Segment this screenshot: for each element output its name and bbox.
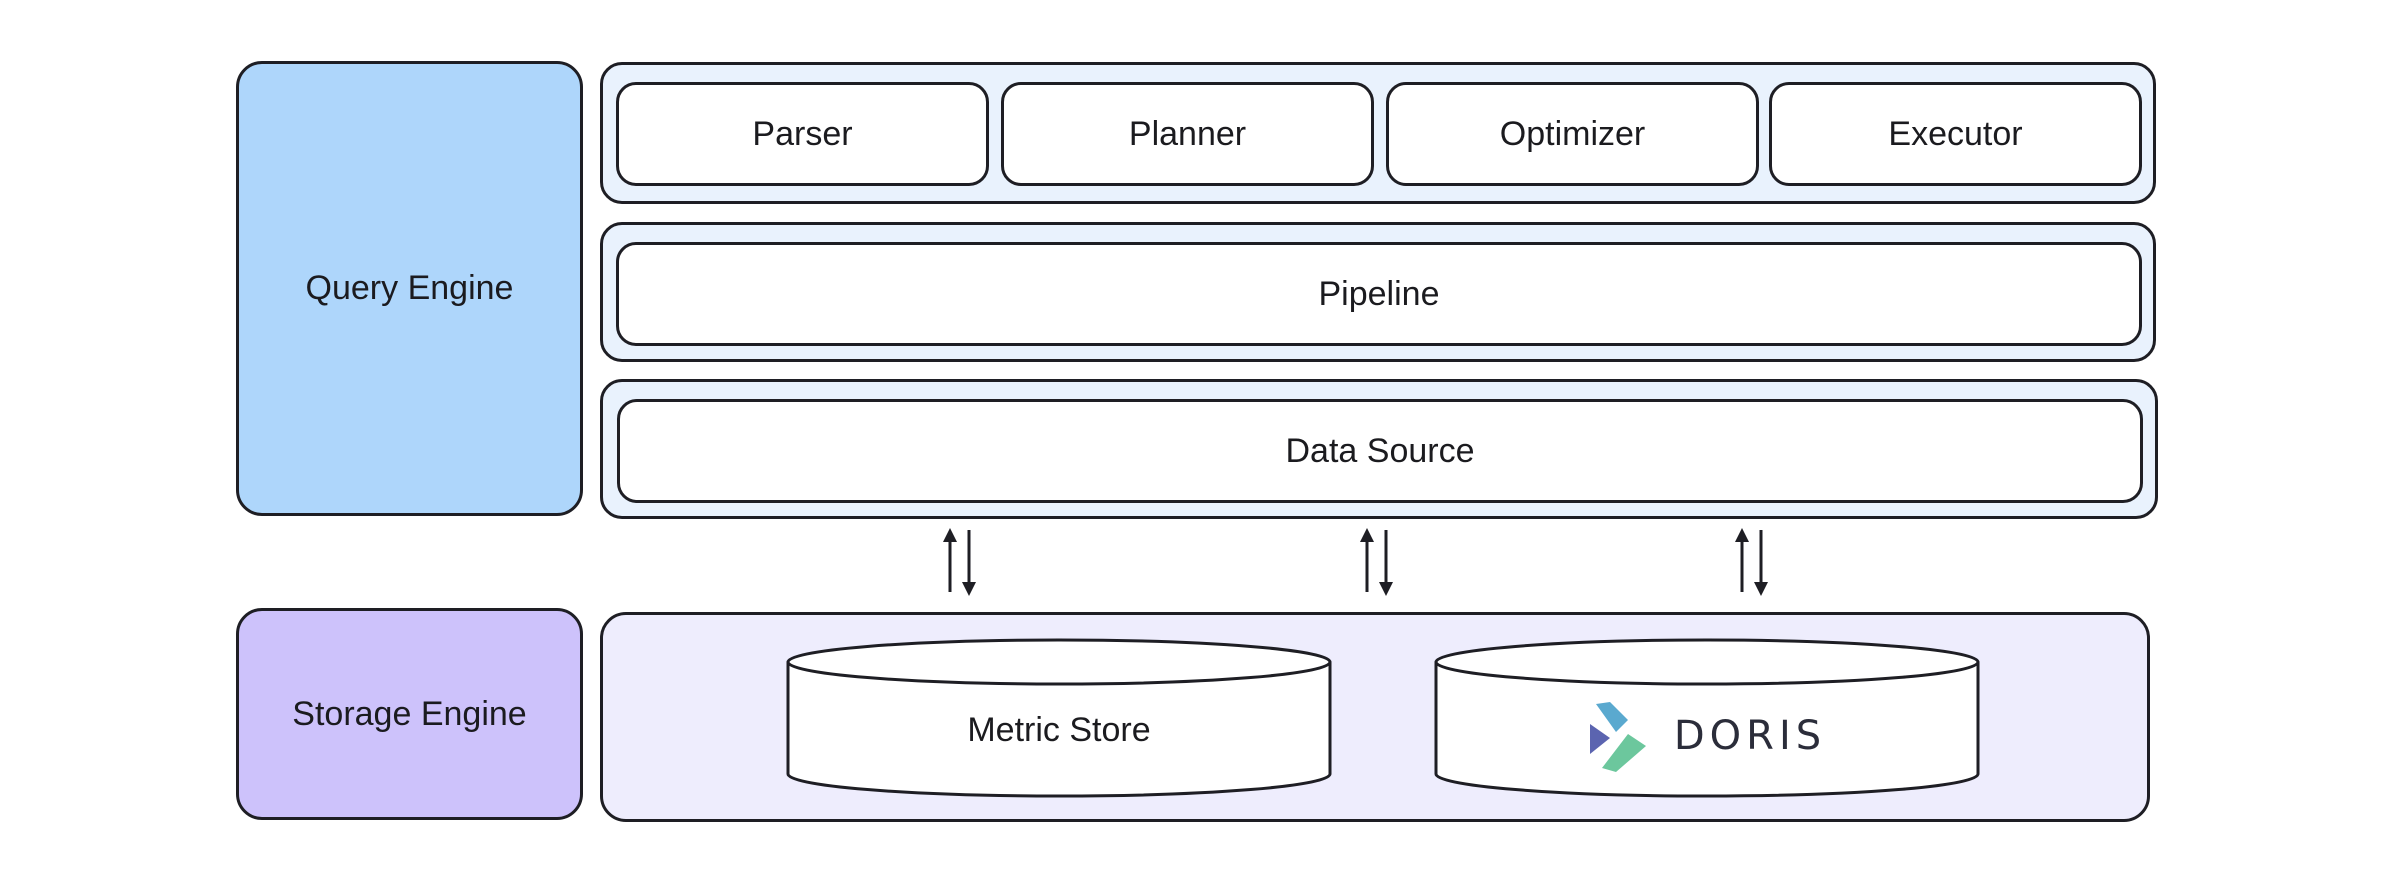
planning-layer: Parser Planner Optimizer Executor [600, 62, 2156, 204]
bidirectional-arrow-icon [1735, 528, 1768, 596]
metric-store-cylinder-icon [786, 638, 1332, 798]
storage-engine-label: Storage Engine [292, 694, 527, 733]
data-source-box: Data Source [617, 399, 2143, 503]
metric-store-text: Metric Store [967, 710, 1151, 749]
executor-stage: Executor [1769, 82, 2142, 186]
bidirectional-arrow-icon [943, 528, 976, 596]
parser-stage: Parser [616, 82, 989, 186]
pipeline-layer: Pipeline [600, 222, 2156, 362]
pipeline-box: Pipeline [616, 242, 2142, 346]
metric-store-label: Metric Store [784, 680, 1334, 780]
data-source-layer: Data Source [600, 379, 2158, 519]
planner-label: Planner [1128, 114, 1247, 153]
planner-stage: Planner [1001, 82, 1374, 186]
doris-logo-mark [1589, 702, 1646, 772]
doris-cylinder-icon [1434, 638, 1980, 798]
bidirectional-arrow-icon [1360, 528, 1393, 596]
query-engine-label: Query Engine [305, 269, 514, 307]
doris-logo: DORIS [1432, 686, 1982, 786]
optimizer-label: Optimizer [1499, 114, 1646, 153]
query-engine-block: Query Engine [236, 61, 583, 516]
optimizer-stage: Optimizer [1386, 82, 1759, 186]
storage-engine-block: Storage Engine [236, 608, 583, 820]
parser-label: Parser [752, 114, 853, 153]
executor-label: Executor [1888, 114, 2023, 153]
data-source-label: Data Source [1285, 431, 1475, 470]
doris-wordmark: DORIS [1673, 713, 1827, 759]
pipeline-label: Pipeline [1318, 274, 1440, 313]
